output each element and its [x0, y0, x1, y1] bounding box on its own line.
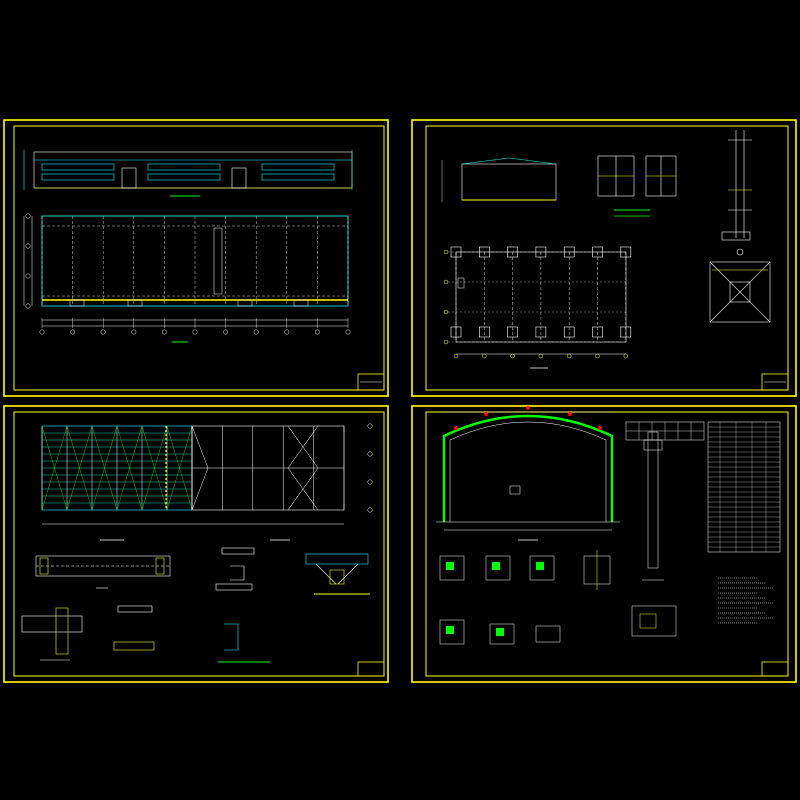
general-notes: [718, 577, 774, 624]
axis-bubble: [161, 329, 167, 335]
cad-rect: [620, 326, 632, 338]
axis-bubble: [253, 329, 259, 335]
cad-rect: [457, 277, 465, 289]
cad-rect: [450, 326, 462, 338]
front-elevation: [23, 150, 353, 190]
sheet-3-title-block: [357, 661, 385, 677]
axis-bubble: [39, 329, 45, 335]
cad-line: [41, 425, 68, 511]
brace-connection-detail: [305, 553, 370, 595]
bracing-lines: [191, 423, 373, 513]
sheet-4[interactable]: [411, 405, 797, 683]
cad-rect: [563, 326, 575, 338]
sheet-2-outer-border: [411, 119, 797, 397]
purlin-lines: [41, 425, 193, 511]
axis-bubble: [25, 213, 31, 219]
cad-line: [166, 425, 193, 511]
tie-beam-elevation: [35, 555, 171, 589]
axis-bubble: [70, 329, 76, 335]
axis-bubble: [223, 329, 229, 335]
axis-bubble: [25, 273, 31, 279]
sheet-4-outer-border: [411, 405, 797, 683]
sheet-4-title-block: [761, 661, 789, 677]
sheet-3[interactable]: [3, 405, 389, 683]
purlin-sections: [113, 547, 270, 663]
cad-line: [91, 425, 118, 511]
sheet-2[interactable]: [411, 119, 797, 397]
cad-line: [141, 425, 168, 511]
column-base-details: [597, 155, 677, 217]
sheet-3-inner-border: [13, 411, 385, 677]
cad-rect: [478, 326, 490, 338]
material-table: [707, 421, 781, 553]
column-elevation: [642, 431, 664, 581]
member-table: [625, 421, 705, 441]
cad-rect: [535, 326, 547, 338]
axis-bubble: [25, 303, 31, 309]
plan-grid-axes: [25, 213, 351, 335]
cad-rect: [507, 326, 518, 338]
cad-line: [287, 467, 319, 511]
axis-bubble: [367, 423, 373, 429]
sheet-2-title-block: [761, 373, 789, 391]
footing-detail: [709, 248, 771, 323]
sheet-3-outer-border: [3, 405, 389, 683]
building-section: [441, 157, 557, 202]
cad-line: [287, 425, 319, 469]
sheet-1[interactable]: [3, 119, 389, 397]
axis-bubble: [284, 329, 290, 335]
axis-bubble: [314, 329, 320, 335]
cad-rect: [592, 326, 603, 338]
axis-bubble: [25, 243, 31, 249]
axis-bubble: [192, 329, 198, 335]
axis-bubble: [367, 479, 373, 485]
sheet-1-outer-border: [3, 119, 389, 397]
cad-line: [66, 425, 93, 511]
axis-bubble: [131, 329, 137, 335]
sheet-1-title-block: [357, 373, 385, 391]
axis-bubble: [100, 329, 106, 335]
sheet-1-inner-border: [13, 125, 385, 391]
cad-line: [191, 467, 209, 511]
cad-line: [191, 425, 209, 469]
sheet-2-inner-border: [425, 125, 789, 391]
axis-bubble: [367, 507, 373, 513]
cad-line: [116, 425, 143, 511]
column-splice-detail: [21, 607, 83, 661]
axis-bubble: [345, 329, 351, 335]
joint-details: [439, 550, 677, 645]
wall-section-detail: [721, 130, 752, 241]
axis-bubble: [367, 451, 373, 457]
portal-frame: [436, 406, 620, 531]
